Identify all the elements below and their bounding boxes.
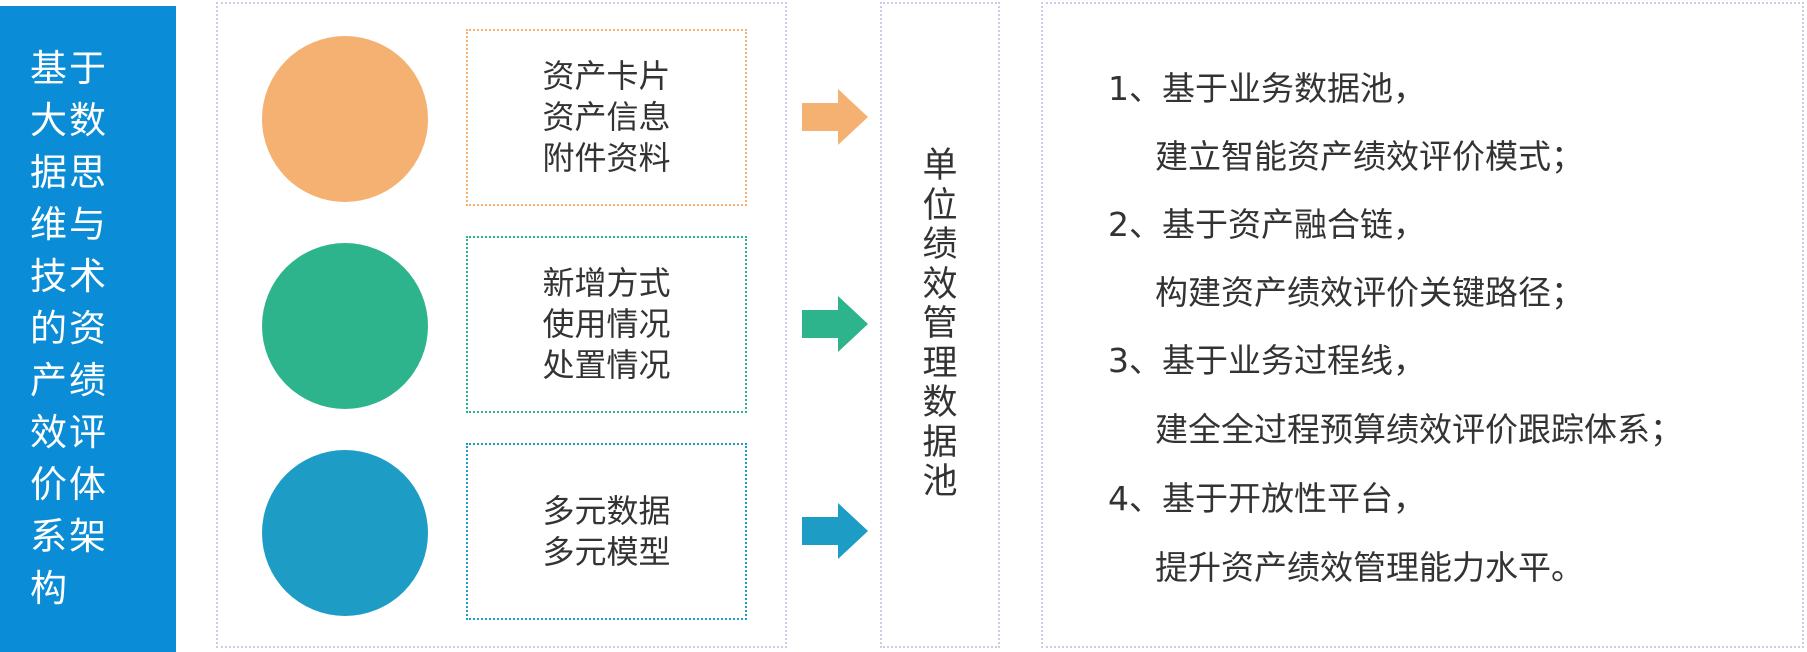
- green-circle: [262, 243, 428, 409]
- left-title-panel: 基于大数据思维与技术的资产绩效评价体系架构: [0, 6, 176, 652]
- point-1-head: 1、基于业务数据池，: [1108, 69, 1426, 108]
- blue-arrow-icon: [802, 503, 868, 559]
- orange-circle: [262, 36, 428, 202]
- point-2-sub: 构建资产绩效评价关键路径；: [1155, 273, 1584, 312]
- point-3-head: 3、基于业务过程线，: [1108, 341, 1426, 380]
- point-4-head: 4、基于开放性平台，: [1108, 479, 1426, 518]
- group-line: 多元数据: [542, 491, 671, 530]
- data-pool-frame: [880, 2, 1000, 648]
- point-2-head: 2、基于资产融合链，: [1108, 205, 1426, 244]
- group-line: 多元模型: [542, 532, 671, 571]
- point-3-sub: 建全全过程预算绩效评价跟踪体系；: [1155, 410, 1683, 449]
- data-sources-frame: [216, 2, 787, 648]
- orange-arrow-icon: [802, 89, 868, 145]
- point-1-sub: 建立智能资产绩效评价模式；: [1155, 137, 1584, 176]
- group-line: 处置情况: [542, 346, 671, 384]
- asset-info-box: 资产卡片 资产信息 附件资料: [466, 29, 747, 206]
- blue-circle: [262, 450, 428, 616]
- group-line: 资产信息: [542, 98, 671, 136]
- point-4-sub: 提升资产绩效管理能力水平。: [1155, 548, 1584, 587]
- usage-info-box: 新增方式 使用情况 处置情况: [466, 236, 747, 413]
- group-line: 使用情况: [542, 305, 671, 343]
- left-title: 基于大数据思维与技术的资产绩效评价体系架构: [30, 47, 108, 610]
- data-pool-title: 单位绩效管理数据池: [922, 146, 958, 503]
- outcomes-frame: [1041, 2, 1804, 648]
- data-model-box: 多元数据 多元模型: [466, 443, 747, 620]
- group-line: 附件资料: [542, 139, 671, 177]
- green-arrow-icon: [802, 296, 868, 352]
- data-pool-title-wrap: 单位绩效管理数据池: [880, 2, 1000, 648]
- group-line: 资产卡片: [542, 57, 671, 95]
- group-line: 新增方式: [542, 264, 671, 302]
